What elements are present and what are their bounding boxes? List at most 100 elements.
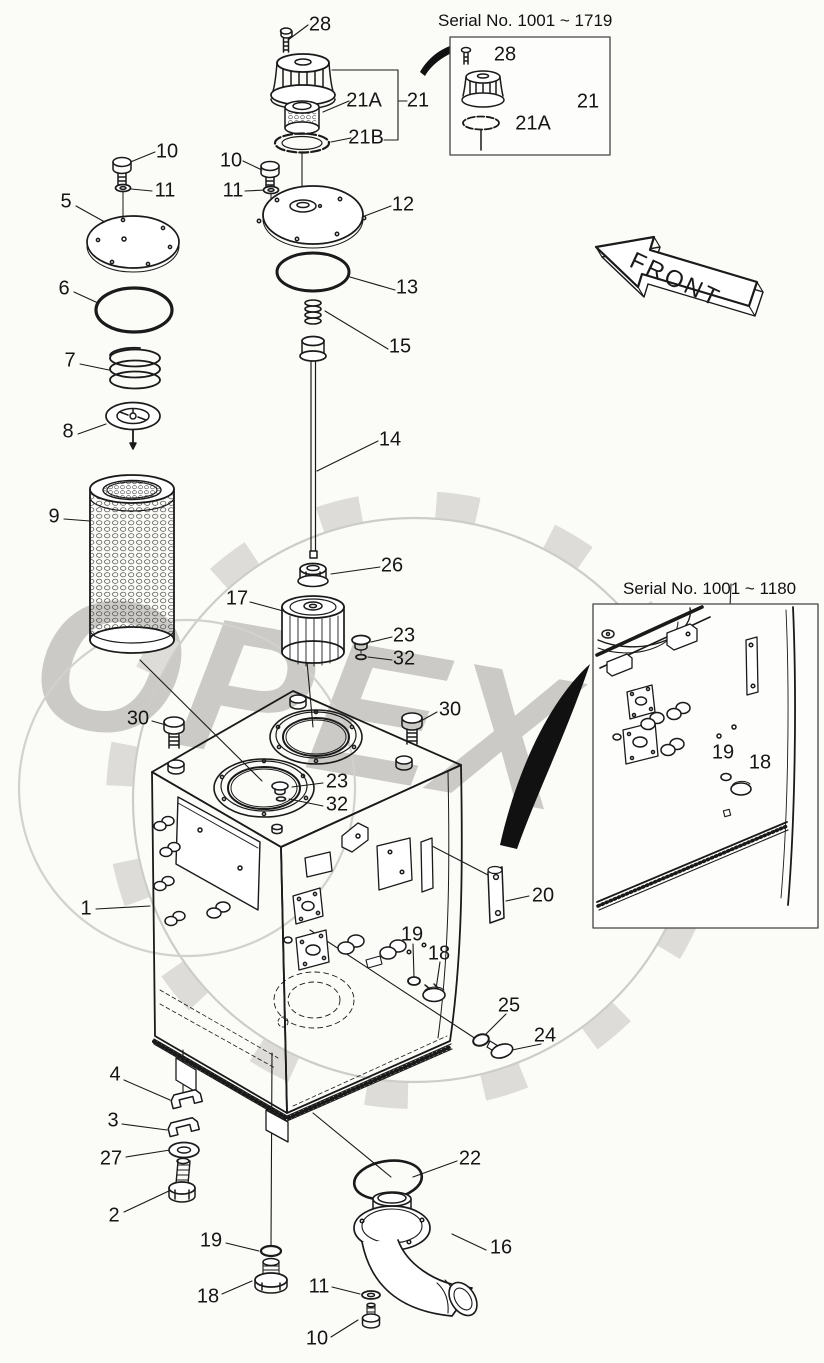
part-label-16: 16: [489, 1236, 513, 1259]
inset1-gasket-21A: [462, 115, 500, 151]
cap-gasket-21B: [273, 132, 331, 154]
part-label-2: 2: [108, 1204, 120, 1227]
part-label-4: 4: [109, 1063, 121, 1086]
bolt-10-left: [112, 156, 132, 219]
tank-body-1: [151, 690, 514, 1143]
inset1-screw-28: [460, 46, 472, 65]
inset1-title: Serial No. 1001 ~ 1719: [438, 11, 613, 30]
tank-front-face-details: [283, 822, 448, 1107]
inset-box-1180: [500, 603, 819, 929]
part-label-10: 10: [219, 149, 243, 172]
part-label-10: 10: [155, 140, 179, 163]
cover-plate-12: [256, 185, 367, 249]
part-label-18: 18: [748, 751, 772, 774]
screw-28: [279, 27, 293, 53]
part-label-26: 26: [380, 554, 404, 577]
inset1-filler-cap: [461, 70, 505, 108]
bolt-30-right: [401, 712, 423, 745]
inset1-swoosh-icon: [420, 45, 456, 76]
part-label-19: 19: [400, 923, 424, 946]
plug-23-lower: [271, 781, 289, 796]
suction-strainer-17: [281, 595, 345, 667]
washer-11-mid: [262, 185, 280, 195]
washer-11-bottom: [361, 1290, 381, 1300]
part-label-21A: 21A: [515, 112, 551, 135]
part-label-13: 13: [395, 276, 419, 299]
ring-32-lower: [275, 796, 287, 802]
part-label-24: 24: [533, 1024, 557, 1047]
inset2-title: Serial No. 1001 ~ 1180: [623, 579, 797, 598]
ring-19-face: [407, 976, 421, 986]
part-label-19: 19: [711, 741, 735, 764]
ring-32-upper: [355, 653, 367, 661]
filler-cap-assembly: [270, 27, 336, 154]
part-label-17: 17: [225, 587, 249, 610]
part-label-27: 27: [99, 1147, 123, 1170]
part-label-21: 21: [406, 89, 430, 112]
part-label-28: 28: [308, 13, 332, 36]
inset2-plug-18: [730, 780, 752, 796]
cover-plate-5: [86, 215, 180, 273]
spring-15: [304, 299, 322, 325]
part-label-11: 11: [308, 1275, 330, 1298]
part-label-21: 21: [576, 90, 600, 113]
o-ring-6: [94, 286, 174, 334]
part-label-11: 11: [154, 179, 176, 202]
part-label-32: 32: [325, 793, 349, 816]
filter-element-9: [89, 474, 175, 654]
part-label-23: 23: [392, 624, 416, 647]
plug-24: [486, 1040, 514, 1059]
nut-26: [297, 562, 329, 588]
cap-element-21A: [284, 100, 320, 135]
part-label-22: 22: [458, 1147, 482, 1170]
part-label-18: 18: [196, 1285, 220, 1308]
part-label-3: 3: [107, 1109, 119, 1132]
part-label-10: 10: [305, 1327, 329, 1350]
part-label-25: 25: [497, 994, 521, 1017]
plug-23-upper: [351, 634, 371, 654]
part-label-9: 9: [48, 505, 60, 528]
bolt-2: [168, 1157, 196, 1203]
part-label-28: 28: [493, 43, 517, 66]
plug-18-bottom: [254, 1257, 288, 1294]
inset2-swoosh-icon: [500, 664, 590, 849]
washer-11-left: [114, 183, 132, 193]
part-label-7: 7: [64, 349, 76, 372]
part-label-5: 5: [60, 190, 72, 213]
part-label-32: 32: [392, 647, 416, 670]
front-arrow-icon: [594, 235, 764, 317]
part-label-6: 6: [58, 277, 70, 300]
tank-top-standoffs: [167, 694, 413, 835]
part-label-20: 20: [531, 884, 555, 907]
sight-gauge-20: [487, 865, 505, 924]
part-label-1: 1: [80, 897, 92, 920]
inset2-ring-19: [720, 772, 732, 782]
inset2-tank-view: [595, 605, 796, 911]
part-label-15: 15: [388, 335, 412, 358]
part-label-21A: 21A: [346, 89, 382, 112]
part-label-12: 12: [391, 193, 415, 216]
bolt-30-left: [163, 716, 185, 749]
level-gauge-rod-14: [299, 335, 327, 559]
bolt-10-bottom: [361, 1302, 381, 1329]
tank-left-face-details: [153, 796, 279, 1069]
clip-3: [167, 1116, 201, 1138]
inset-box-1719: [420, 36, 611, 156]
elbow-pipe-16: [353, 1191, 478, 1317]
spring-7: [109, 346, 161, 390]
o-ring-13: [275, 251, 351, 293]
tank-opening-right: [269, 709, 363, 765]
washer-27: [168, 1141, 200, 1159]
part-label-18: 18: [427, 942, 451, 965]
part-label-14: 14: [378, 428, 402, 451]
ring-25: [472, 1033, 490, 1047]
plug-18-face: [422, 983, 446, 1003]
leader-lines: [63, 24, 758, 1338]
ring-19-bottom: [259, 1244, 283, 1258]
clip-4: [170, 1088, 204, 1110]
retainer-8: [105, 401, 161, 450]
part-label-21B: 21B: [348, 126, 384, 149]
part-label-30: 30: [438, 698, 462, 721]
